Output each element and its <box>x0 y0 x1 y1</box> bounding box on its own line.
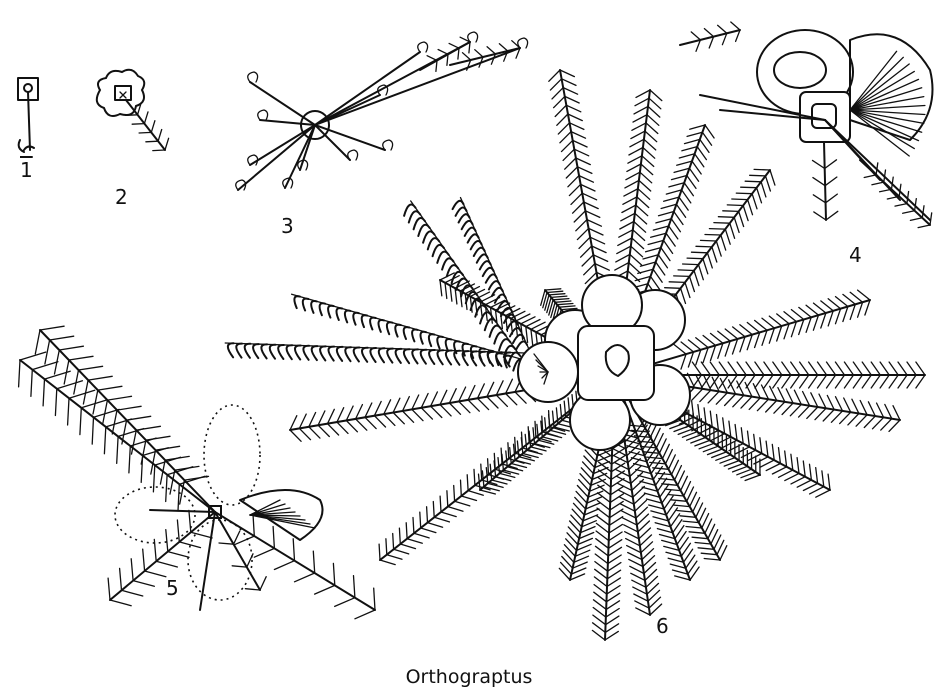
stipe-axis <box>20 360 215 512</box>
stipe-axis <box>126 100 165 150</box>
stipe-edge <box>460 198 530 353</box>
stipe-tip <box>418 42 428 52</box>
central-disc <box>578 326 654 400</box>
stipe-axis <box>450 48 520 65</box>
specimen-6 <box>225 70 925 640</box>
stipe-tip <box>258 110 268 120</box>
stipe-axis <box>824 142 826 220</box>
figure-label-6: 6 <box>656 614 669 638</box>
figure-label-3: 3 <box>281 214 294 238</box>
dotted-float <box>115 487 195 543</box>
specimen-2 <box>97 70 169 151</box>
fan-vesicle <box>850 34 933 140</box>
scalloped-stipe <box>294 296 510 367</box>
fan-rib <box>850 51 897 110</box>
sicula <box>24 84 32 92</box>
thecae <box>290 376 536 441</box>
specimen-1 <box>18 78 38 152</box>
radiating-stipe <box>315 125 385 150</box>
figure-label-5: 5 <box>166 576 179 600</box>
stipe-tip <box>383 140 393 150</box>
radiating-stipe <box>260 120 315 125</box>
stipe-axis <box>110 512 215 600</box>
radiating-stipe <box>150 510 215 512</box>
specimen-3 <box>236 32 528 190</box>
stipe-tip <box>248 72 258 82</box>
specimen-5 <box>19 326 375 619</box>
scalloped-stipe <box>228 343 510 366</box>
figure-label-4: 4 <box>849 243 862 267</box>
stipe-axis <box>40 330 215 512</box>
radiating-stipe <box>315 52 420 125</box>
scalloped-stipe <box>404 205 525 371</box>
figure-label-1: 1 <box>20 158 33 182</box>
stipe-axis <box>860 160 930 225</box>
dotted-float <box>204 405 260 505</box>
specimen-4 <box>680 22 933 228</box>
radiating-stipe <box>315 95 380 125</box>
fan-rib <box>250 515 315 528</box>
stipe-tip <box>468 32 478 42</box>
float-inner <box>774 52 826 88</box>
figure-label-2: 2 <box>115 185 128 209</box>
stipe-axis <box>680 30 740 45</box>
stipe-tip <box>348 150 358 160</box>
radiating-stipe <box>315 48 520 125</box>
plate-caption: Orthograptus <box>0 666 938 688</box>
